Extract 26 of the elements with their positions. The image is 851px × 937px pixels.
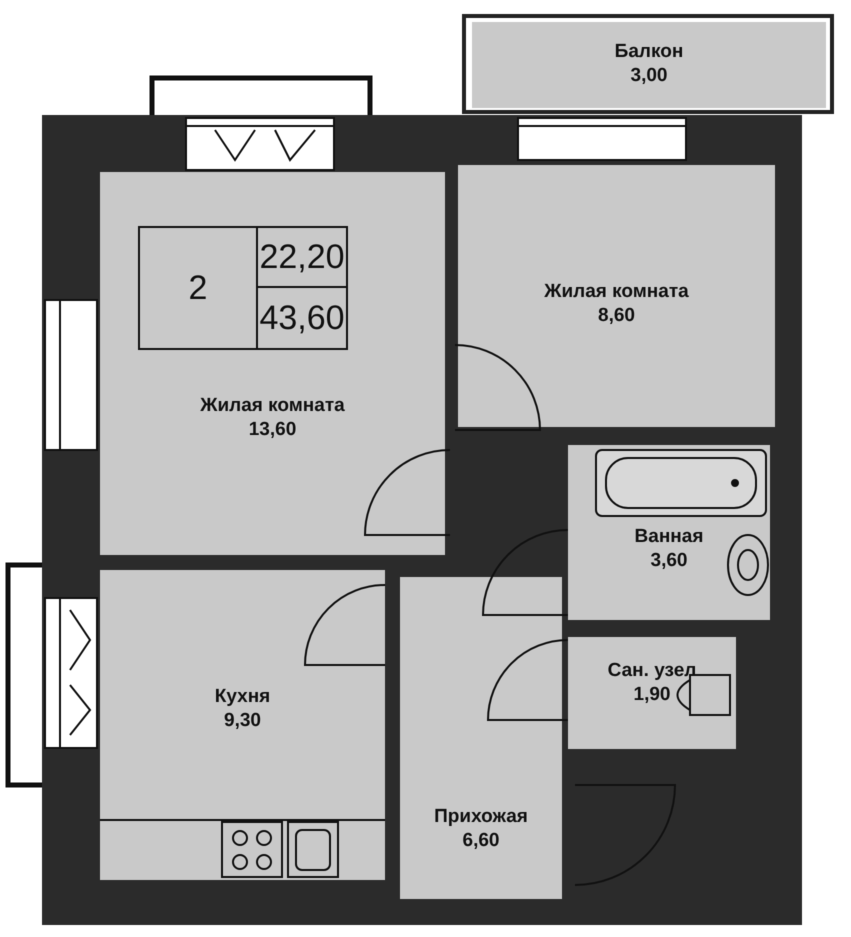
room-area — [472, 22, 826, 108]
room-area — [458, 165, 775, 427]
area-table-cell — [256, 286, 348, 350]
room-area-value: 13,60 — [248, 418, 296, 442]
room-area-value: 3,00 — [630, 64, 668, 88]
area-value: 2 — [188, 268, 208, 308]
area-value: 22,20 — [259, 238, 345, 276]
room-name: Жилая комната — [544, 280, 689, 304]
area-table-cell — [256, 226, 348, 288]
area-value: 43,60 — [259, 298, 345, 338]
room-name: Жилая комната — [200, 394, 345, 418]
room-area — [100, 570, 385, 880]
room-area — [568, 637, 736, 749]
room-area-value: 8,60 — [598, 304, 635, 328]
area-table-cell — [138, 226, 258, 350]
room-area-value: 3,60 — [650, 549, 688, 573]
room-name: Сан. узел — [608, 659, 696, 683]
room-name: Балкон — [614, 40, 684, 64]
room-area-value: 1,90 — [634, 683, 670, 707]
room-area — [100, 172, 445, 555]
room-name: Кухня — [214, 685, 270, 709]
room-name: Прихожая — [434, 805, 528, 829]
room-area-value: 9,30 — [224, 709, 261, 733]
room-area-value: 6,60 — [462, 829, 500, 853]
room-area — [400, 577, 562, 899]
room-name: Ванная — [634, 525, 704, 549]
